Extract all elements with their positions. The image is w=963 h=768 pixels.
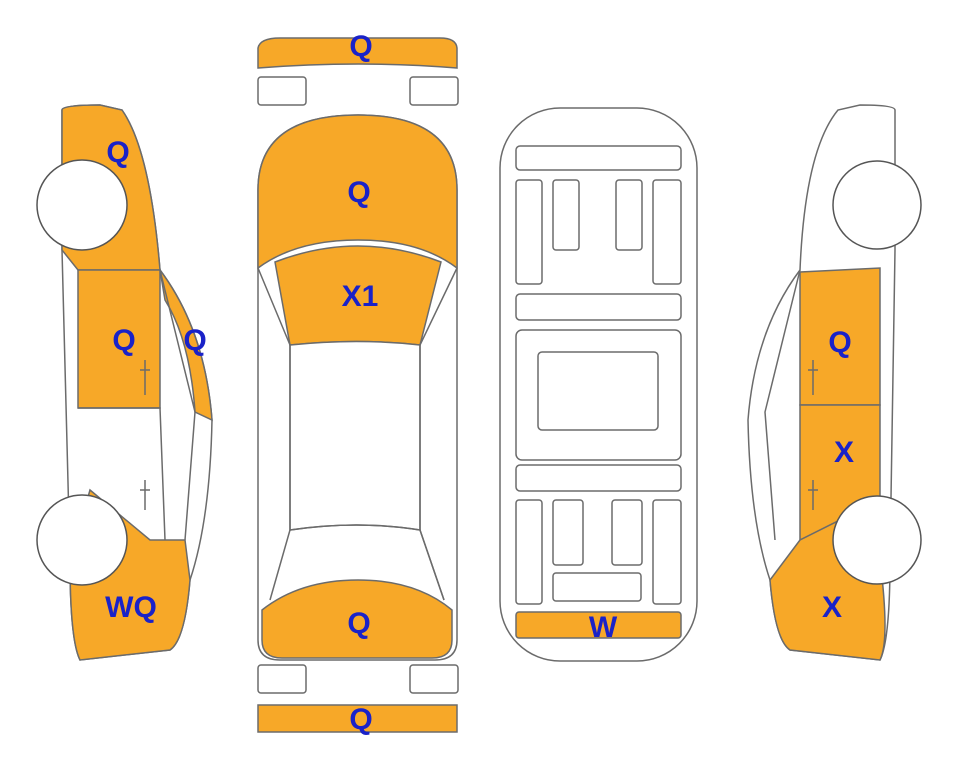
left-pillar-line xyxy=(159,269,196,541)
left-side-view: Q Q Q WQ xyxy=(36,104,213,661)
rear-left-light xyxy=(257,664,307,694)
windshield-label: X1 xyxy=(342,280,379,313)
underbody-part xyxy=(652,499,682,605)
left-rear-wheel xyxy=(36,494,128,586)
trunk-panel xyxy=(261,579,453,659)
rear-bumper-label: Q xyxy=(349,703,372,736)
front-right-light xyxy=(409,76,459,106)
left-front-wheel xyxy=(36,159,128,251)
underbody-rear-label: W xyxy=(589,611,618,644)
underbody-part xyxy=(552,179,580,251)
rear-window xyxy=(289,524,445,601)
left-door-line xyxy=(78,407,166,541)
left-pillar-panel xyxy=(159,269,213,422)
front-left-light xyxy=(257,76,307,106)
underbody-rear-panel xyxy=(515,611,682,639)
right-side-view: Q X X xyxy=(747,104,922,661)
left-side-line xyxy=(257,267,291,601)
left-rear-label: WQ xyxy=(105,591,157,624)
rear-bumper-panel xyxy=(257,704,458,733)
underbody-part xyxy=(552,572,642,602)
underbody-part xyxy=(611,499,643,566)
right-rear-label: X xyxy=(822,591,842,624)
top-view: Q Q X1 Q Q xyxy=(257,30,459,736)
hood-panel xyxy=(257,114,458,270)
underbody-part xyxy=(552,499,584,566)
underbody-part xyxy=(652,179,682,285)
left-top-label: Q xyxy=(106,136,129,169)
front-bumper-label: Q xyxy=(349,30,372,63)
underbody-part xyxy=(515,499,543,605)
underbody-part xyxy=(515,179,543,285)
roof-panel xyxy=(289,340,421,531)
right-door-handle-rear xyxy=(808,480,818,510)
right-pillar-line xyxy=(764,269,801,541)
right-front-wheel xyxy=(832,160,922,250)
underbody-part xyxy=(515,145,682,171)
left-pillar-label: Q xyxy=(183,324,206,357)
right-door-handle-front xyxy=(808,360,818,395)
front-bumper-panel xyxy=(257,37,458,69)
left-door-handle-front xyxy=(140,360,150,395)
underbody-part xyxy=(515,464,682,492)
left-door-handle-rear xyxy=(140,480,150,510)
right-front-door-label: Q xyxy=(828,326,851,359)
underbody-part xyxy=(615,179,643,251)
hood-label: Q xyxy=(347,176,370,209)
rear-right-light xyxy=(409,664,459,694)
underbody-part xyxy=(537,351,659,431)
underbody-view: W xyxy=(499,107,698,662)
right-rear-wheel xyxy=(832,495,922,585)
trunk-label: Q xyxy=(347,607,370,640)
right-rear-door-label: X xyxy=(834,436,854,469)
underbody-part xyxy=(515,293,682,321)
left-front-door-label: Q xyxy=(112,324,135,357)
